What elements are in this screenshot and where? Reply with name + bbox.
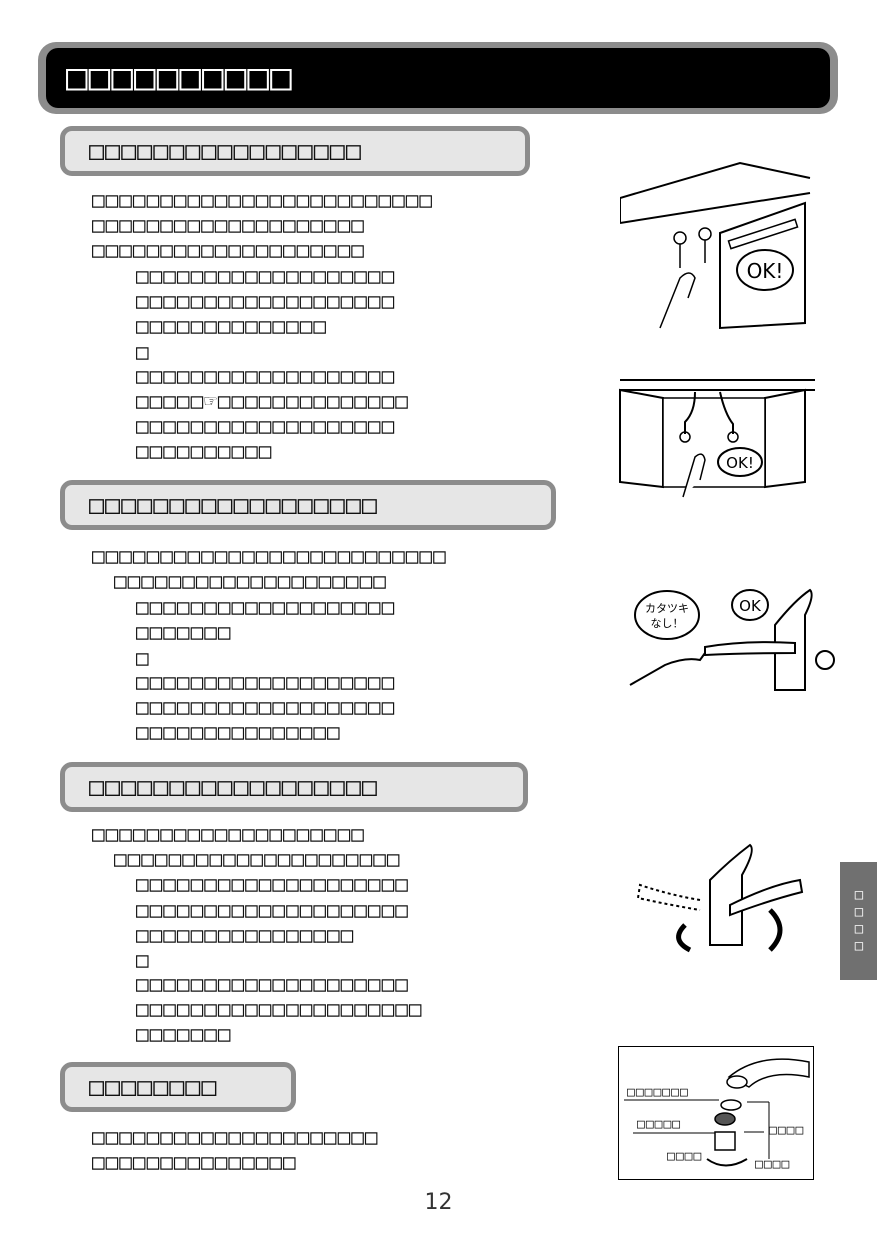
svg-text:なし！: なし！ (651, 617, 684, 630)
aerator-label: □□□□ (755, 1157, 791, 1172)
text-line: □□□□□□□□□□□□□□□□□□□ (136, 364, 396, 388)
faucet-rotation-illustration (636, 843, 804, 953)
ok-bubble-text: OK! (747, 259, 784, 283)
aerator-label: □□□□□□□ (627, 1085, 689, 1100)
text-line: □ (136, 948, 150, 972)
text-line: □□□□□□□□□□□□□□□□□□□□□□□□□ (92, 188, 434, 212)
text-line: □□□□□□□□□□□□□□□ (92, 1150, 297, 1174)
text-line: □□□□□□□□□□□□□□□□□□□□□ (92, 1125, 379, 1149)
text-line: □□□□□□□□□□ (136, 439, 273, 463)
text-line: □□□□□□□□□□□□□□□□□□□ (136, 595, 396, 619)
section-2-heading: □□□□□□□□□□□□□□□□□□ (60, 480, 556, 530)
svg-text:カタツキ: カタツキ (645, 602, 689, 615)
page-title: □□□□□□□□□□ (46, 48, 830, 108)
speech-bubble-icon (634, 590, 700, 640)
text-line: □□□□□□□ (136, 620, 232, 644)
section-1-heading: □□□□□□□□□□□□□□□□□ (60, 126, 530, 176)
aerator-label: □□□□□ (637, 1117, 682, 1132)
aerator-diagram: □□□□□□□ □□□□□ □□□□ □□□□ □□□□ (618, 1046, 814, 1180)
side-index-tab: □□□□ (840, 862, 877, 980)
ok-bubble-text: OK (739, 597, 762, 615)
text-line: □□□□□□□□□□□□□□□□□□□ (136, 695, 396, 719)
ok-bubble-icon (736, 249, 794, 291)
text-line: □□□□□□□□□□□□□□□□□□□□ (136, 872, 409, 896)
rotate-arrow-icon (706, 1158, 748, 1167)
text-line: □□□□□□□□□□□□□□□□□□□□ (92, 213, 365, 237)
text-line: □ (136, 646, 150, 670)
text-line: □□□□□□□□□□□□□□□□□□□□ (114, 569, 387, 593)
page-number: 12 (424, 1190, 453, 1215)
text-line: □□□□□□□□□□□□□□□□□□□□ (92, 822, 365, 846)
text-line: □□□□□□□□□□□□□□□□□□□ (136, 264, 396, 288)
cabinet-check-illustration: OK! (620, 161, 811, 330)
rotate-arrow-icon (676, 923, 692, 953)
text-line: □□□□□□□□□□□□□□□□□□□□ (92, 238, 365, 262)
text-line: □□□□□□□□□□□□□□□□□□□□□□□□□□ (92, 544, 447, 568)
text-line: □□□□□□□□□□□□□□ (136, 314, 328, 338)
text-line: □□□□□□□□□□□□□□□□□□□□ (136, 972, 409, 996)
text-line: □□□□□□□□□□□□□□□□□□□□□ (114, 847, 401, 871)
text-line: □□□□□☞□□□□□□□□□□□□□□ (136, 389, 409, 413)
ok-bubble-icon (717, 447, 763, 477)
text-line: □□□□□□□□□□□□□□□□□□□ (136, 670, 396, 694)
text-line: □ (136, 340, 150, 364)
text-line: □□□□□□□□□□□□□□□□□□□ (136, 414, 396, 438)
text-line: □□□□□□□□□□□□□□□ (136, 720, 341, 744)
text-line: □□□□□□□□□□□□□□□□ (136, 923, 355, 947)
section-3-heading: □□□□□□□□□□□□□□□□□□ (60, 762, 528, 812)
ok-bubble-icon (731, 589, 769, 621)
faucet-check-illustration: カタツキ なし！ OK (629, 588, 835, 691)
text-line: □□□□□□□□□□□□□□□□□□□ (136, 289, 396, 313)
ok-bubble-text: OK! (726, 454, 754, 472)
open-cabinet-illustration: OK! (619, 379, 815, 498)
page-title-bar: □□□□□□□□□□ (38, 42, 838, 114)
text-line: □□□□□□□ (136, 1022, 232, 1046)
text-line: □□□□□□□□□□□□□□□□□□□□□ (136, 997, 423, 1021)
text-line: □□□□□□□□□□□□□□□□□□□□ (136, 898, 409, 922)
section-4-heading: □□□□□□□□ (60, 1062, 296, 1112)
aerator-label: □□□□ (769, 1123, 805, 1138)
rotate-arrow-icon (768, 908, 783, 952)
aerator-label: □□□□ (667, 1149, 703, 1164)
